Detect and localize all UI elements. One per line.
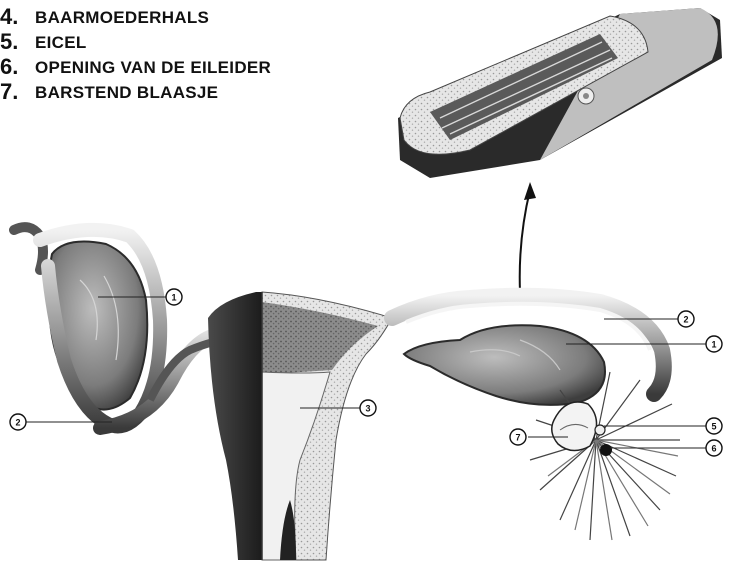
marker-text: 6 (711, 444, 716, 454)
marker-uterus: 3 (360, 400, 376, 416)
marker-right-ovary: 1 (706, 336, 722, 352)
marker-text: 5 (711, 422, 716, 432)
marker-text: 2 (15, 418, 20, 428)
marker-left-ovary: 1 (166, 289, 182, 305)
tube-cross-section-inset (398, 8, 722, 178)
marker-egg: 5 (706, 418, 722, 434)
marker-left-tube: 2 (10, 414, 26, 430)
marker-text: 2 (683, 315, 688, 325)
marker-tube-opening: 6 (706, 440, 722, 456)
pointer-arrow (520, 182, 536, 292)
egg-cell (595, 425, 605, 435)
right-ovary (404, 325, 605, 405)
uterus (208, 292, 392, 560)
marker-right-tube: 2 (678, 311, 694, 327)
ruptured-follicle (552, 402, 597, 451)
tube-opening (600, 444, 612, 456)
marker-text: 1 (711, 340, 716, 350)
marker-text: 7 (515, 433, 520, 443)
marker-follicle: 7 (510, 429, 526, 445)
marker-text: 1 (171, 293, 176, 303)
marker-text: 3 (365, 404, 370, 414)
